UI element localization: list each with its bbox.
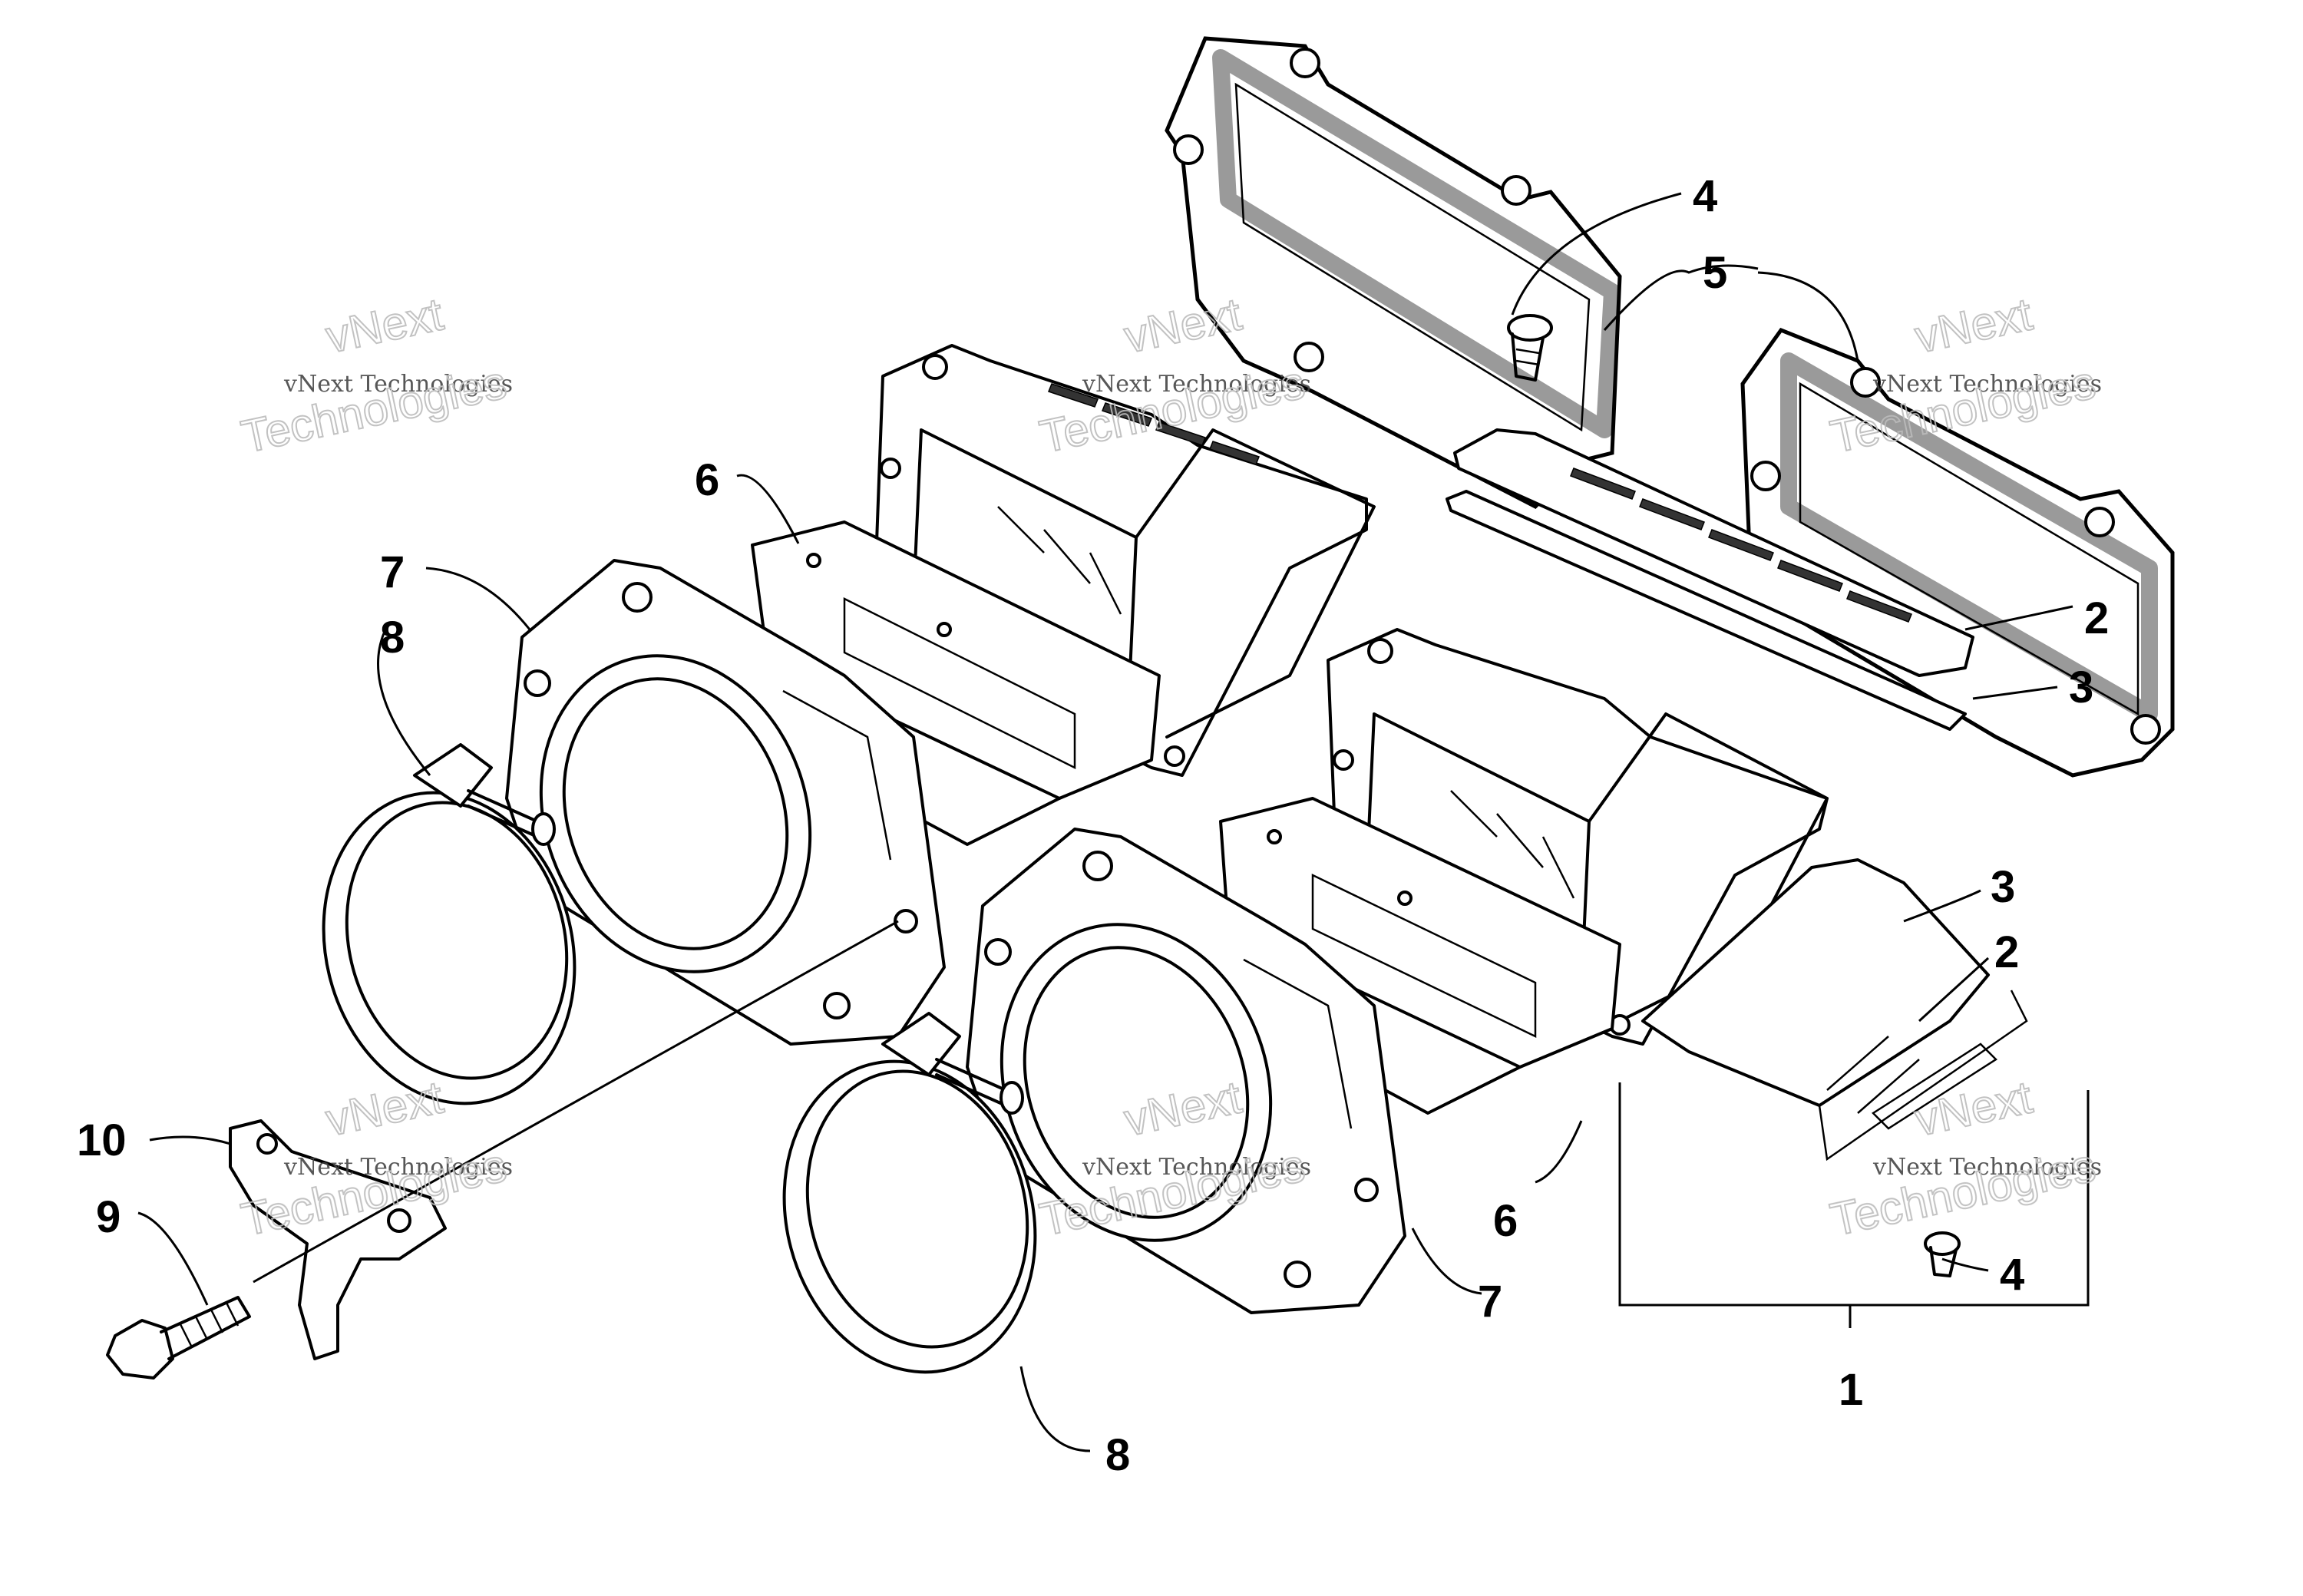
watermark-text: vNext Technologies bbox=[283, 371, 513, 398]
watermark-text: vNext Technologies bbox=[1872, 1154, 2102, 1181]
callout-7-lower: 7 bbox=[1478, 1277, 1502, 1327]
assembly-bracket-line bbox=[1618, 1082, 2090, 1328]
watermark-text: vNext bbox=[322, 1071, 448, 1145]
callout-4-lower: 4 bbox=[2000, 1250, 2024, 1300]
watermark-text: vNext Technologies bbox=[1872, 371, 2102, 398]
callout-10: 10 bbox=[77, 1115, 127, 1165]
reed-petals-plate bbox=[1570, 468, 1912, 623]
watermark-text: vNext Technologies bbox=[1082, 371, 1311, 398]
watermark-text: vNext Technologies bbox=[283, 1154, 513, 1181]
screw-lower bbox=[1924, 1231, 1961, 1277]
callout-8-lower: 8 bbox=[1105, 1430, 1130, 1480]
callout-labels: 1 2 2 3 3 4 4 5 6 6 7 7 8 8 9 10 bbox=[77, 171, 2109, 1480]
reed-plate-lower bbox=[1641, 858, 2028, 1161]
watermark-text: vNext bbox=[1120, 288, 1246, 362]
gasket-large bbox=[1165, 36, 1622, 510]
bracket bbox=[229, 1119, 447, 1360]
watermark-text: vNext bbox=[322, 288, 448, 362]
bolt bbox=[106, 1296, 251, 1380]
hose-clamp-lower bbox=[782, 1012, 1037, 1374]
intake-adapter-lower bbox=[966, 828, 1406, 1314]
callout-4-upper: 4 bbox=[1693, 171, 1717, 221]
screw-upper bbox=[1507, 314, 1553, 382]
callout-6-lower: 6 bbox=[1493, 1196, 1518, 1246]
callout-3-upper: 3 bbox=[2069, 663, 2093, 712]
gasket-small bbox=[1740, 327, 2175, 778]
callout-1: 1 bbox=[1839, 1365, 1863, 1415]
callout-9: 9 bbox=[96, 1192, 121, 1242]
reed-petals-upper bbox=[1048, 383, 1260, 465]
callout-2-lower: 2 bbox=[1994, 927, 2019, 977]
callout-3-lower: 3 bbox=[1991, 862, 2015, 912]
watermark-text: vNext bbox=[1911, 1071, 2037, 1145]
watermark-text: vNext Technologies bbox=[1082, 1154, 1311, 1181]
callout-2-upper: 2 bbox=[2084, 593, 2109, 643]
reed-plate-upper bbox=[1446, 428, 1974, 731]
callout-7-upper: 7 bbox=[380, 547, 405, 597]
leader-lines bbox=[137, 192, 2073, 1452]
watermark-text: vNext bbox=[1911, 288, 2037, 362]
hose-clamp-upper bbox=[322, 743, 577, 1105]
callout-6-upper: 6 bbox=[695, 455, 719, 505]
callout-5: 5 bbox=[1703, 248, 1727, 298]
callout-8-upper: 8 bbox=[380, 613, 405, 663]
intake-adapter-upper bbox=[505, 559, 946, 1046]
